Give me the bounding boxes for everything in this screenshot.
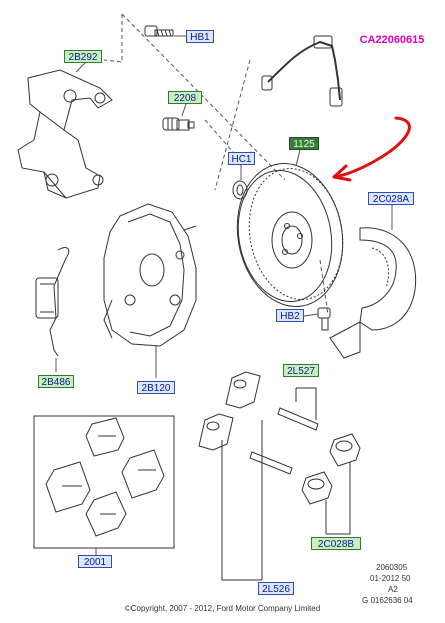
- ref-code-3: A2: [388, 585, 398, 594]
- label-bleed-valve[interactable]: 2208: [168, 91, 202, 104]
- brake-hose: [261, 35, 343, 107]
- label-spring-clip[interactable]: 2B486: [38, 375, 74, 388]
- guide-pins: [198, 371, 361, 581]
- spring-clip: [35, 247, 70, 357]
- brake-disc: [236, 163, 344, 307]
- copyright-text: ©Copyright, 2007 - 2012, Ford Motor Comp…: [124, 604, 321, 613]
- dust-shield: [329, 227, 417, 359]
- label-dust-shield[interactable]: 2C028A: [368, 192, 414, 205]
- label-leaders: [55, 35, 393, 560]
- label-guide-pin-kit[interactable]: 2L527: [283, 364, 319, 377]
- label-caliper-bracket[interactable]: 2B292: [64, 50, 102, 63]
- highlight-arrow: [333, 116, 411, 179]
- bleed-valve: [162, 117, 195, 131]
- washer-hc1: [232, 180, 248, 200]
- caliper-bracket: [17, 69, 113, 199]
- label-hb2[interactable]: HB2: [276, 309, 304, 322]
- label-pin-set[interactable]: 2L526: [258, 582, 294, 595]
- label-brake-disc[interactable]: 1125: [289, 137, 319, 150]
- brake-pad-set: [33, 415, 175, 549]
- ref-code-1: 2060305: [376, 563, 408, 572]
- label-pad-set[interactable]: 2001: [78, 555, 112, 568]
- label-caliper[interactable]: 2B120: [137, 381, 175, 394]
- label-boot-kit[interactable]: 2C028B: [311, 537, 361, 550]
- ref-code-4: G 0162636 04: [362, 596, 413, 605]
- bolt-hb1: [144, 25, 174, 37]
- bolt-hb2: [317, 307, 331, 331]
- label-hc1[interactable]: HC1: [228, 152, 255, 165]
- ref-code-2: 01-2012 50: [370, 574, 411, 583]
- highlight-arrowhead: [332, 164, 352, 182]
- label-ca-code: CA22060615: [354, 34, 430, 47]
- label-hb1[interactable]: HB1: [186, 30, 214, 43]
- brake-caliper: [103, 203, 197, 347]
